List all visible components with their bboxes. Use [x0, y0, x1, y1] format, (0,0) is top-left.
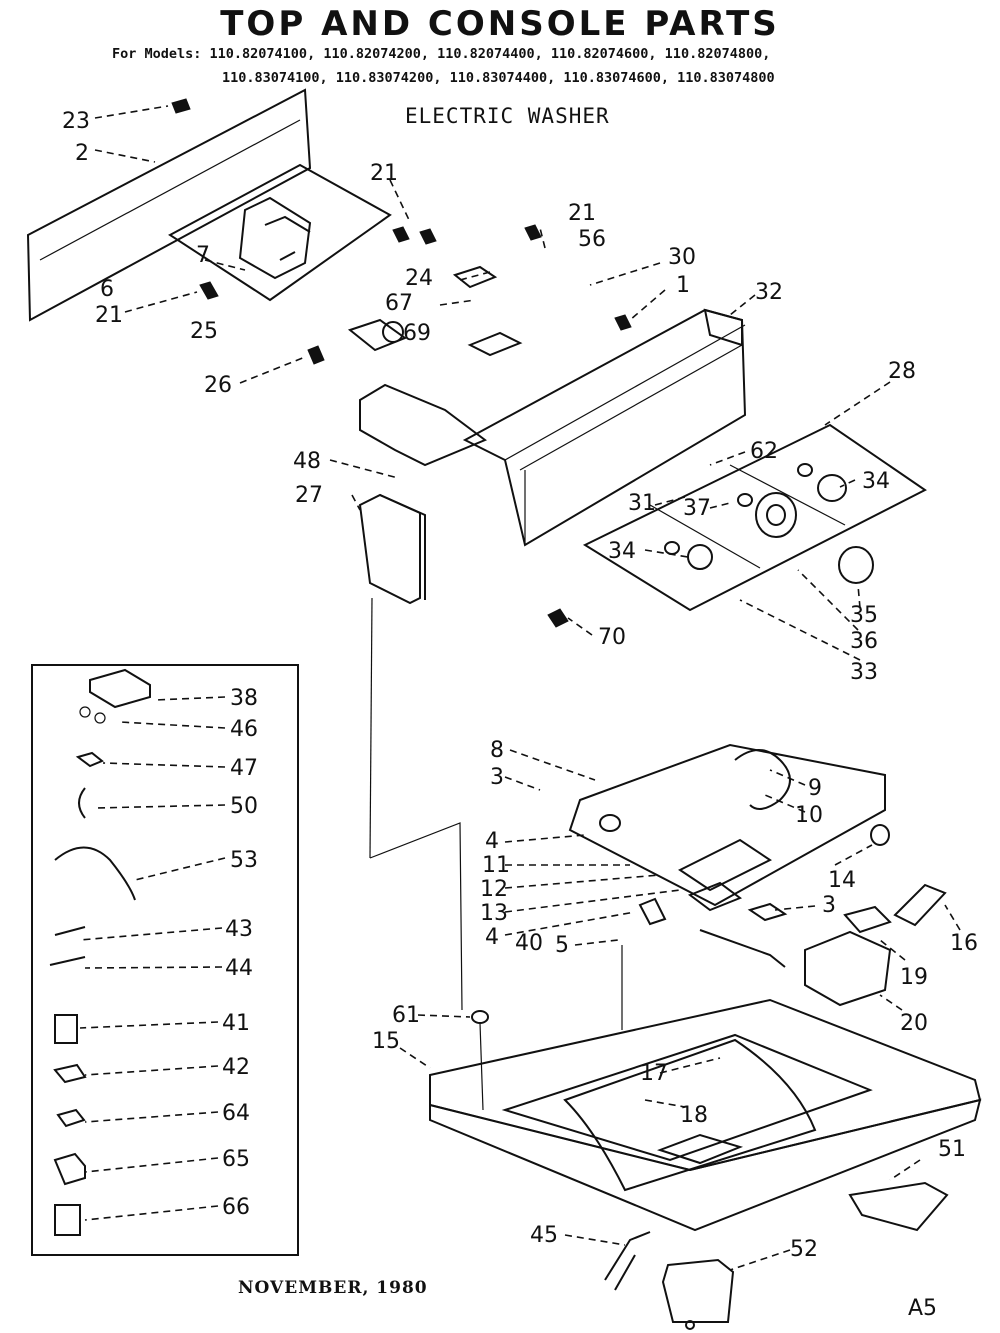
callout-53: 53 — [230, 848, 258, 873]
callout-35: 35 — [850, 603, 878, 628]
callout-2: 2 — [75, 141, 89, 166]
callout-64: 64 — [222, 1101, 250, 1126]
screw-drawings — [171, 98, 632, 628]
callout-41: 41 — [222, 1011, 250, 1036]
control-panel-drawing — [582, 423, 927, 612]
callout-21-mid: 21 — [568, 201, 596, 226]
callout-24: 24 — [405, 266, 433, 291]
callout-70: 70 — [598, 625, 626, 650]
callout-12: 12 — [480, 877, 508, 902]
rear-panel-drawing — [26, 88, 392, 322]
callout-65: 65 — [222, 1147, 250, 1172]
callout-13: 13 — [480, 901, 508, 926]
callout-33: 33 — [850, 660, 878, 685]
callout-30: 30 — [668, 245, 696, 270]
callout-48: 48 — [293, 449, 321, 474]
callout-19: 19 — [900, 965, 928, 990]
console-drawing — [462, 308, 747, 547]
callout-numbers: 23 2 21 21 56 30 1 32 7 24 6 67 21 25 69… — [62, 109, 978, 1262]
callout-10: 10 — [795, 803, 823, 828]
callout-28: 28 — [888, 359, 916, 384]
callout-32: 32 — [755, 280, 783, 305]
callout-8: 8 — [490, 738, 504, 763]
model-list-line-1: For Models: 110.82074100, 110.82074200, … — [112, 46, 771, 62]
page-code: A5 — [908, 1296, 938, 1321]
callout-1: 1 — [676, 273, 690, 298]
callout-62: 62 — [750, 439, 778, 464]
callout-61: 61 — [392, 1003, 420, 1028]
callout-4-lower: 4 — [485, 925, 499, 950]
callout-25: 25 — [190, 319, 218, 344]
switch-bracket-drawings — [347, 265, 523, 467]
callout-38: 38 — [230, 686, 258, 711]
callout-26: 26 — [204, 373, 232, 398]
washer-top-drawing — [429, 945, 982, 1232]
callout-45: 45 — [530, 1223, 558, 1248]
callout-21-left: 21 — [95, 303, 123, 328]
publication-date: NOVEMBER, 1980 — [238, 1278, 428, 1298]
callout-66: 66 — [222, 1195, 250, 1220]
callout-18: 18 — [680, 1103, 708, 1128]
callout-40: 40 — [515, 931, 543, 956]
callout-3-left: 3 — [490, 765, 504, 790]
callout-11: 11 — [482, 853, 510, 878]
callout-46: 46 — [230, 717, 258, 742]
timer-cover-drawing — [358, 493, 463, 1011]
callout-16: 16 — [950, 931, 978, 956]
page-title: TOP AND CONSOLE PARTS — [220, 4, 780, 44]
hinge-and-bumper-drawings — [604, 1181, 949, 1330]
callout-14: 14 — [828, 868, 856, 893]
callout-27: 27 — [295, 483, 323, 508]
callout-37: 37 — [683, 496, 711, 521]
parts-bag-box — [31, 664, 299, 1256]
callout-43: 43 — [225, 917, 253, 942]
callout-5: 5 — [555, 933, 569, 958]
callout-31: 31 — [628, 491, 656, 516]
callout-51: 51 — [938, 1137, 966, 1162]
callout-67: 67 — [385, 291, 413, 316]
callout-36: 36 — [850, 629, 878, 654]
top-cover-drawing — [568, 743, 890, 912]
callout-34-left: 34 — [608, 539, 636, 564]
callout-34-right: 34 — [862, 469, 890, 494]
callout-44: 44 — [225, 956, 253, 981]
callout-21-top: 21 — [370, 161, 398, 186]
callout-69: 69 — [403, 321, 431, 346]
model-list-line-2: 110.83074100, 110.83074200, 110.83074400… — [222, 70, 775, 86]
callout-42: 42 — [222, 1055, 250, 1080]
callout-9: 9 — [808, 776, 822, 801]
callout-17: 17 — [640, 1061, 668, 1086]
callout-52: 52 — [790, 1237, 818, 1262]
appliance-subtitle: ELECTRIC WASHER — [405, 104, 610, 128]
callout-3-right: 3 — [822, 893, 836, 918]
callout-6: 6 — [100, 277, 114, 302]
callout-47: 47 — [230, 756, 258, 781]
callout-20: 20 — [900, 1011, 928, 1036]
callout-leader-lines — [79, 105, 961, 1271]
callout-56: 56 — [578, 227, 606, 252]
callout-7: 7 — [196, 243, 210, 268]
callout-50: 50 — [230, 794, 258, 819]
callout-15: 15 — [372, 1029, 400, 1054]
callout-4-upper: 4 — [485, 829, 499, 854]
lid-switch-drawings — [638, 883, 947, 1007]
callout-23: 23 — [62, 109, 90, 134]
